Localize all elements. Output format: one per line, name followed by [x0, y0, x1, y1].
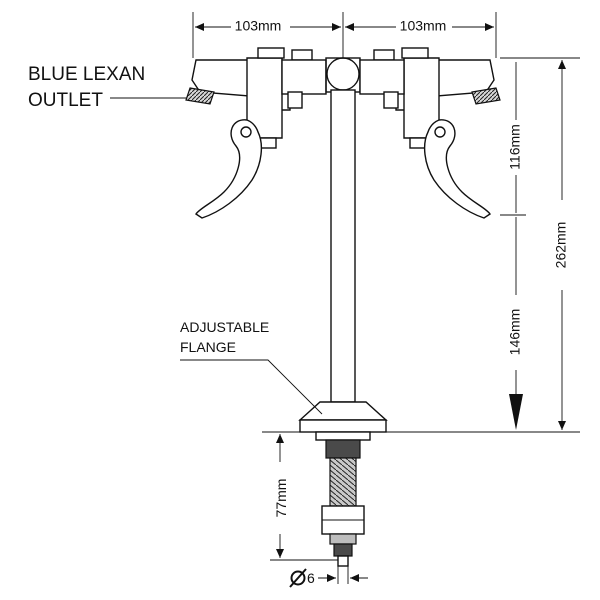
left-arm-dimension: 103mm [235, 18, 282, 34]
top-dimension: 103mm 103mm [192, 12, 497, 58]
shank-dimension: 77mm [270, 434, 338, 561]
fountain-head [185, 47, 501, 219]
left-outlet [185, 87, 215, 105]
lower-height-dimension: 146mm [507, 309, 523, 356]
shank-length-dimension: 77mm [273, 479, 289, 518]
flange-label-line1: ADJUSTABLE [180, 319, 269, 335]
outlet-label-line1: BLUE LEXAN [28, 64, 145, 85]
right-outlet [471, 87, 501, 105]
centre-knob [326, 57, 360, 91]
pipe-diameter-dimension: 6 [289, 566, 368, 588]
pipe-diameter-value: 6 [307, 570, 315, 586]
column [330, 89, 356, 403]
adjustable-flange [298, 401, 388, 433]
height-dimensions: 116mm 146mm 262mm [500, 57, 580, 430]
upper-height-dimension: 116mm [507, 124, 523, 170]
shank [315, 431, 371, 567]
flange-leader [180, 359, 323, 415]
total-height-dimension: 262mm [553, 222, 569, 269]
diameter-icon [289, 568, 307, 588]
flange-label-line2: FLANGE [180, 339, 236, 355]
outlet-label-line2: OUTLET [28, 90, 103, 111]
right-arm-dimension: 103mm [400, 18, 447, 34]
